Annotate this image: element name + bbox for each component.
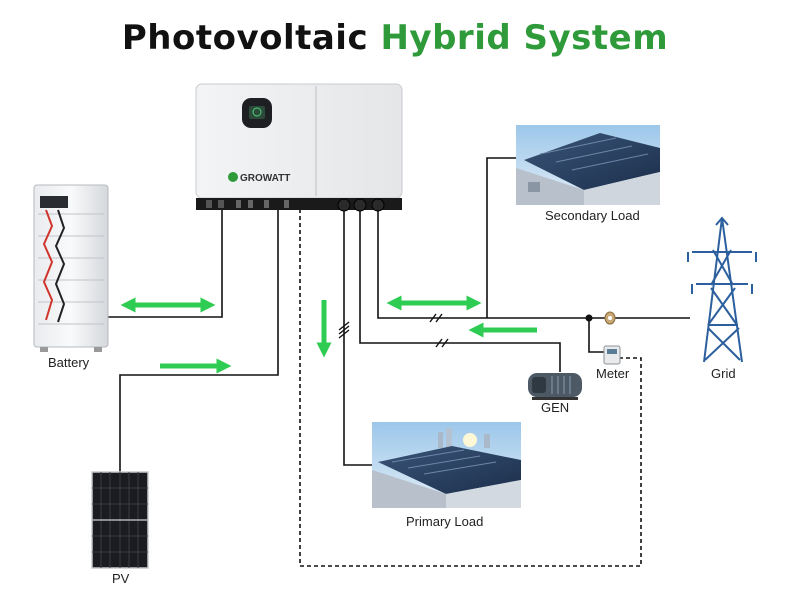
- battery-wire: [108, 202, 223, 318]
- title-part-green: Hybrid System: [380, 18, 669, 58]
- meter-wire: [588, 318, 604, 353]
- grid-label: Grid: [711, 366, 736, 381]
- pv-panel: [91, 471, 149, 569]
- inverter: GROWATT: [195, 83, 403, 212]
- title-part-black: Photovoltaic: [121, 18, 381, 58]
- secondary-load-image: [516, 125, 660, 205]
- primary-load-label: Primary Load: [406, 514, 484, 529]
- ct-dashed-wire: [299, 202, 642, 567]
- pv-wire: [119, 202, 279, 472]
- grid-pylon-icon: [687, 216, 757, 363]
- inverter-brand: GROWATT: [240, 173, 290, 184]
- gen-wire: [359, 210, 561, 372]
- diagram-title: Photovoltaic Hybrid System: [0, 18, 790, 58]
- secondary-load-wire: [486, 157, 516, 318]
- gen-label: GEN: [541, 400, 570, 415]
- battery-cabinet: [33, 184, 109, 352]
- flow-arrows: [120, 295, 537, 374]
- primary-load-image: [372, 422, 521, 508]
- pv-label: PV: [112, 571, 130, 586]
- battery-label: Battery: [48, 355, 90, 370]
- secondary-load-label: Secondary Load: [545, 208, 640, 223]
- growatt-logo-icon: [228, 172, 238, 182]
- inverter-terminal-strip: [196, 198, 402, 210]
- current-transformer-icon: [585, 311, 616, 325]
- meter-icon: [603, 345, 621, 365]
- meter-label: Meter: [596, 366, 630, 381]
- primary-load-wire: [343, 210, 372, 466]
- wire-hash-marks: [338, 313, 449, 348]
- generator-icon: [528, 373, 582, 400]
